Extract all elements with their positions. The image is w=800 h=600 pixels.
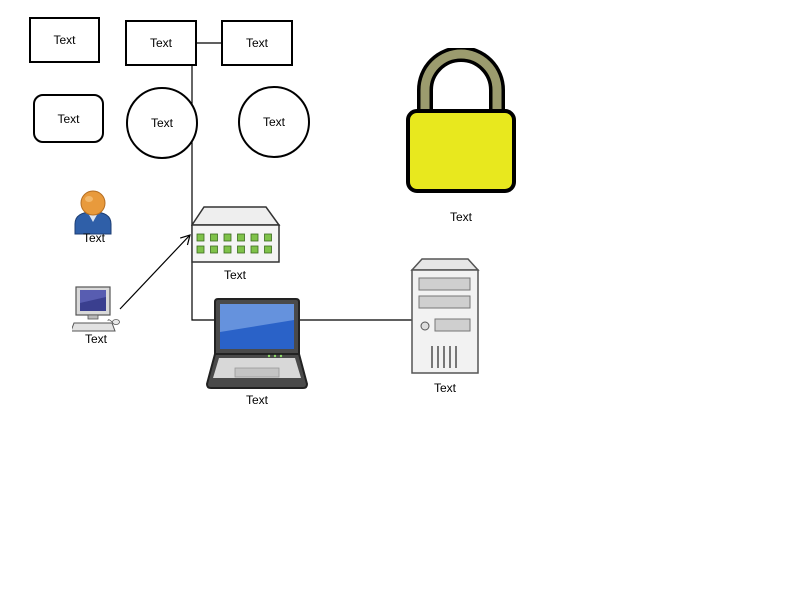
switch-label: Text <box>223 268 246 282</box>
network-switch-icon[interactable] <box>191 205 281 265</box>
server-icon[interactable] <box>410 258 480 376</box>
rect-shape-3[interactable]: Text <box>221 20 293 66</box>
switch-port <box>264 233 272 242</box>
rounded-rect-shape[interactable]: Text <box>33 94 104 143</box>
switch-port <box>237 233 245 242</box>
workstation-icon[interactable] <box>72 285 120 333</box>
rect-shape-1[interactable]: Text <box>29 17 100 63</box>
switch-port <box>250 233 259 242</box>
switch-port <box>264 245 272 254</box>
connector-to-server[interactable] <box>191 42 444 326</box>
circle-shape-2-label: Text <box>262 115 285 129</box>
workstation-label: Text <box>84 332 107 346</box>
circle-shape-1-label: Text <box>150 116 173 130</box>
laptop-icon[interactable] <box>205 298 309 390</box>
server-label: Text <box>433 381 456 395</box>
switch-port <box>223 233 232 242</box>
rect-shape-3-label: Text <box>245 36 268 50</box>
connector-workstation-to-switch[interactable] <box>119 234 191 310</box>
circle-shape-1[interactable]: Text <box>126 87 198 159</box>
switch-port <box>210 245 218 254</box>
switch-port <box>237 245 245 254</box>
rect-shape-1-label: Text <box>53 33 76 47</box>
laptop-label: Text <box>245 393 268 407</box>
circle-shape-2[interactable]: Text <box>238 86 310 158</box>
padlock-label: Text <box>449 210 472 224</box>
user-icon[interactable] <box>72 188 114 236</box>
padlock-icon[interactable] <box>405 48 517 194</box>
rounded-rect-shape-label: Text <box>57 111 80 126</box>
rect-shape-2-label: Text <box>149 36 172 50</box>
switch-port <box>196 233 205 242</box>
switch-port <box>210 233 218 242</box>
switch-port <box>223 245 232 254</box>
rect-shape-2[interactable]: Text <box>125 20 197 66</box>
switch-port <box>250 245 259 254</box>
user-label: Text <box>82 231 105 245</box>
switch-port <box>196 245 205 254</box>
